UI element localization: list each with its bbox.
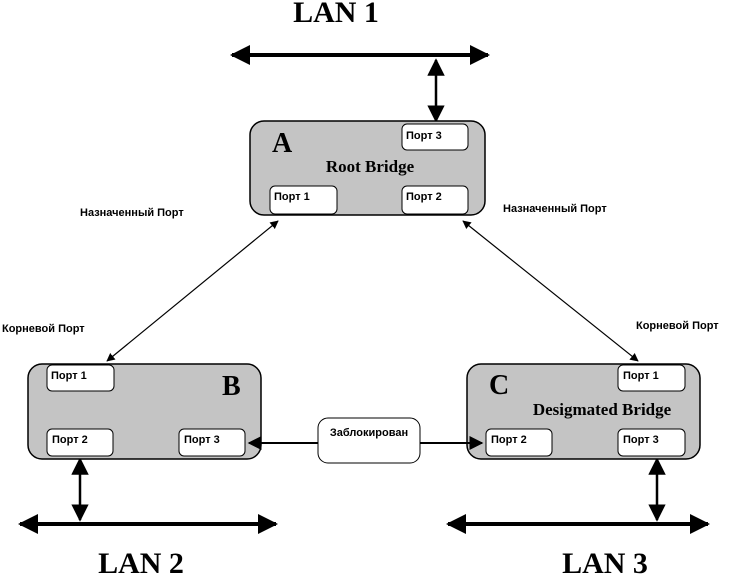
bridge-b-port3 — [178, 428, 246, 457]
link-a-b — [106, 220, 279, 362]
bridge-b-port2-label: Порт 2 — [52, 434, 88, 446]
designated-port-label-right: Назначенный Порт — [503, 203, 607, 215]
bridge-c-port2-label: Порт 2 — [491, 434, 527, 446]
blocked-box — [317, 417, 421, 464]
blocked-label: Заблокирован — [330, 427, 408, 439]
bridge-a-port1 — [269, 185, 338, 215]
bridge-c-port2 — [485, 428, 553, 457]
bridge-c-port3-label: Порт 3 — [623, 434, 659, 446]
bridge-c-port3 — [617, 428, 686, 457]
bridge-a-port2-label: Порт 2 — [406, 191, 442, 203]
bridge-b-port1-label: Порт 1 — [51, 370, 87, 382]
bridge-c-title: Desigmated Bridge — [533, 400, 672, 419]
bridge-b-letter: B — [222, 371, 241, 402]
bridge-c-port1 — [617, 364, 686, 392]
bridge-a-letter: A — [272, 128, 293, 159]
bridge-b-port1 — [46, 364, 115, 392]
bridge-a-title: Root Bridge — [326, 157, 415, 176]
bridge-c-letter: C — [489, 370, 509, 401]
root-port-label-left: Корневой Порт — [2, 323, 85, 335]
bridge-b-port3-label: Порт 3 — [184, 434, 220, 446]
lan2-label: LAN 2 — [98, 547, 184, 580]
lan3-label: LAN 3 — [562, 547, 648, 580]
bridge-a-port2 — [401, 185, 469, 215]
lan1-label: LAN 1 — [293, 0, 379, 29]
root-port-label-right: Корневой Порт — [636, 320, 719, 332]
bridge-b-port2 — [46, 428, 114, 457]
link-a-c — [462, 220, 639, 362]
bridge-a-port3-label: Порт 3 — [406, 130, 442, 142]
bridge-a-port1-label: Порт 1 — [274, 191, 310, 203]
bridge-c-port1-label: Порт 1 — [623, 370, 659, 382]
bridge-a-port3 — [401, 123, 469, 151]
designated-port-label-left: Назначенный Порт — [80, 207, 184, 219]
